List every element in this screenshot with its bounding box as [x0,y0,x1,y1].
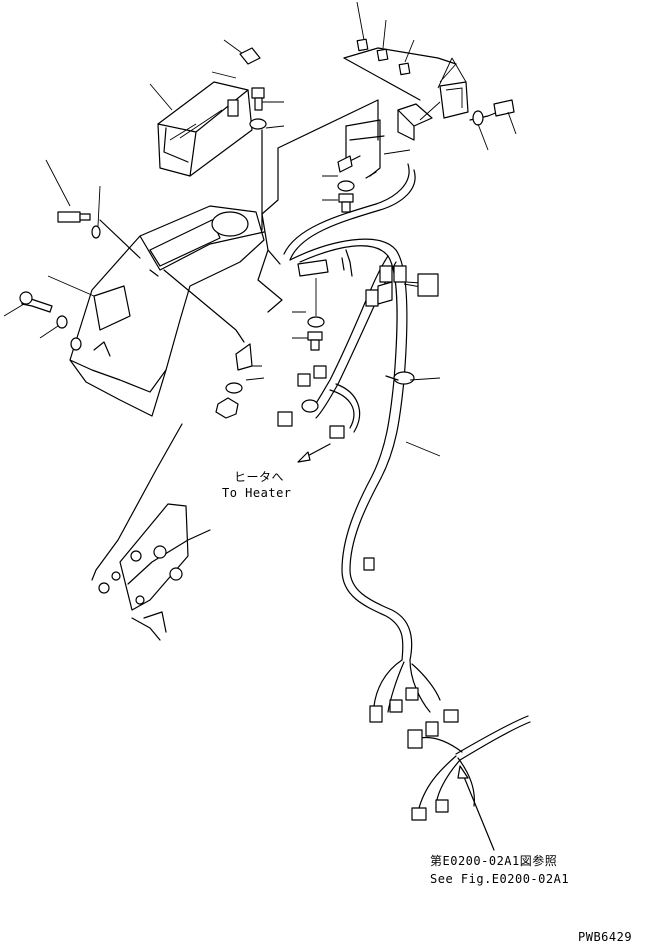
harness-leaders [403,273,441,457]
side-bolts [3,211,101,339]
console-body [45,159,265,417]
upper-bracket [339,99,517,179]
meter-bolts [249,87,285,231]
heater-note-jp: ヒータへ [234,470,285,484]
center-clamp [292,155,355,351]
heater-note-en: To Heater [222,486,292,500]
small-parts [215,343,265,419]
frame-outline [257,99,379,313]
drawing-code: PWB6429 [578,930,633,944]
meter-box [149,39,261,177]
top-clips-group [343,1,469,119]
reference-arrow [457,765,495,851]
reference-note-en: See Fig.E0200-02A1 [430,872,570,886]
reference-note-jp: 第E0200-02A1図参照 [430,854,558,868]
harness-connectors [277,249,459,821]
lower-left-bracket [91,423,211,641]
heater-arrow [297,443,331,463]
